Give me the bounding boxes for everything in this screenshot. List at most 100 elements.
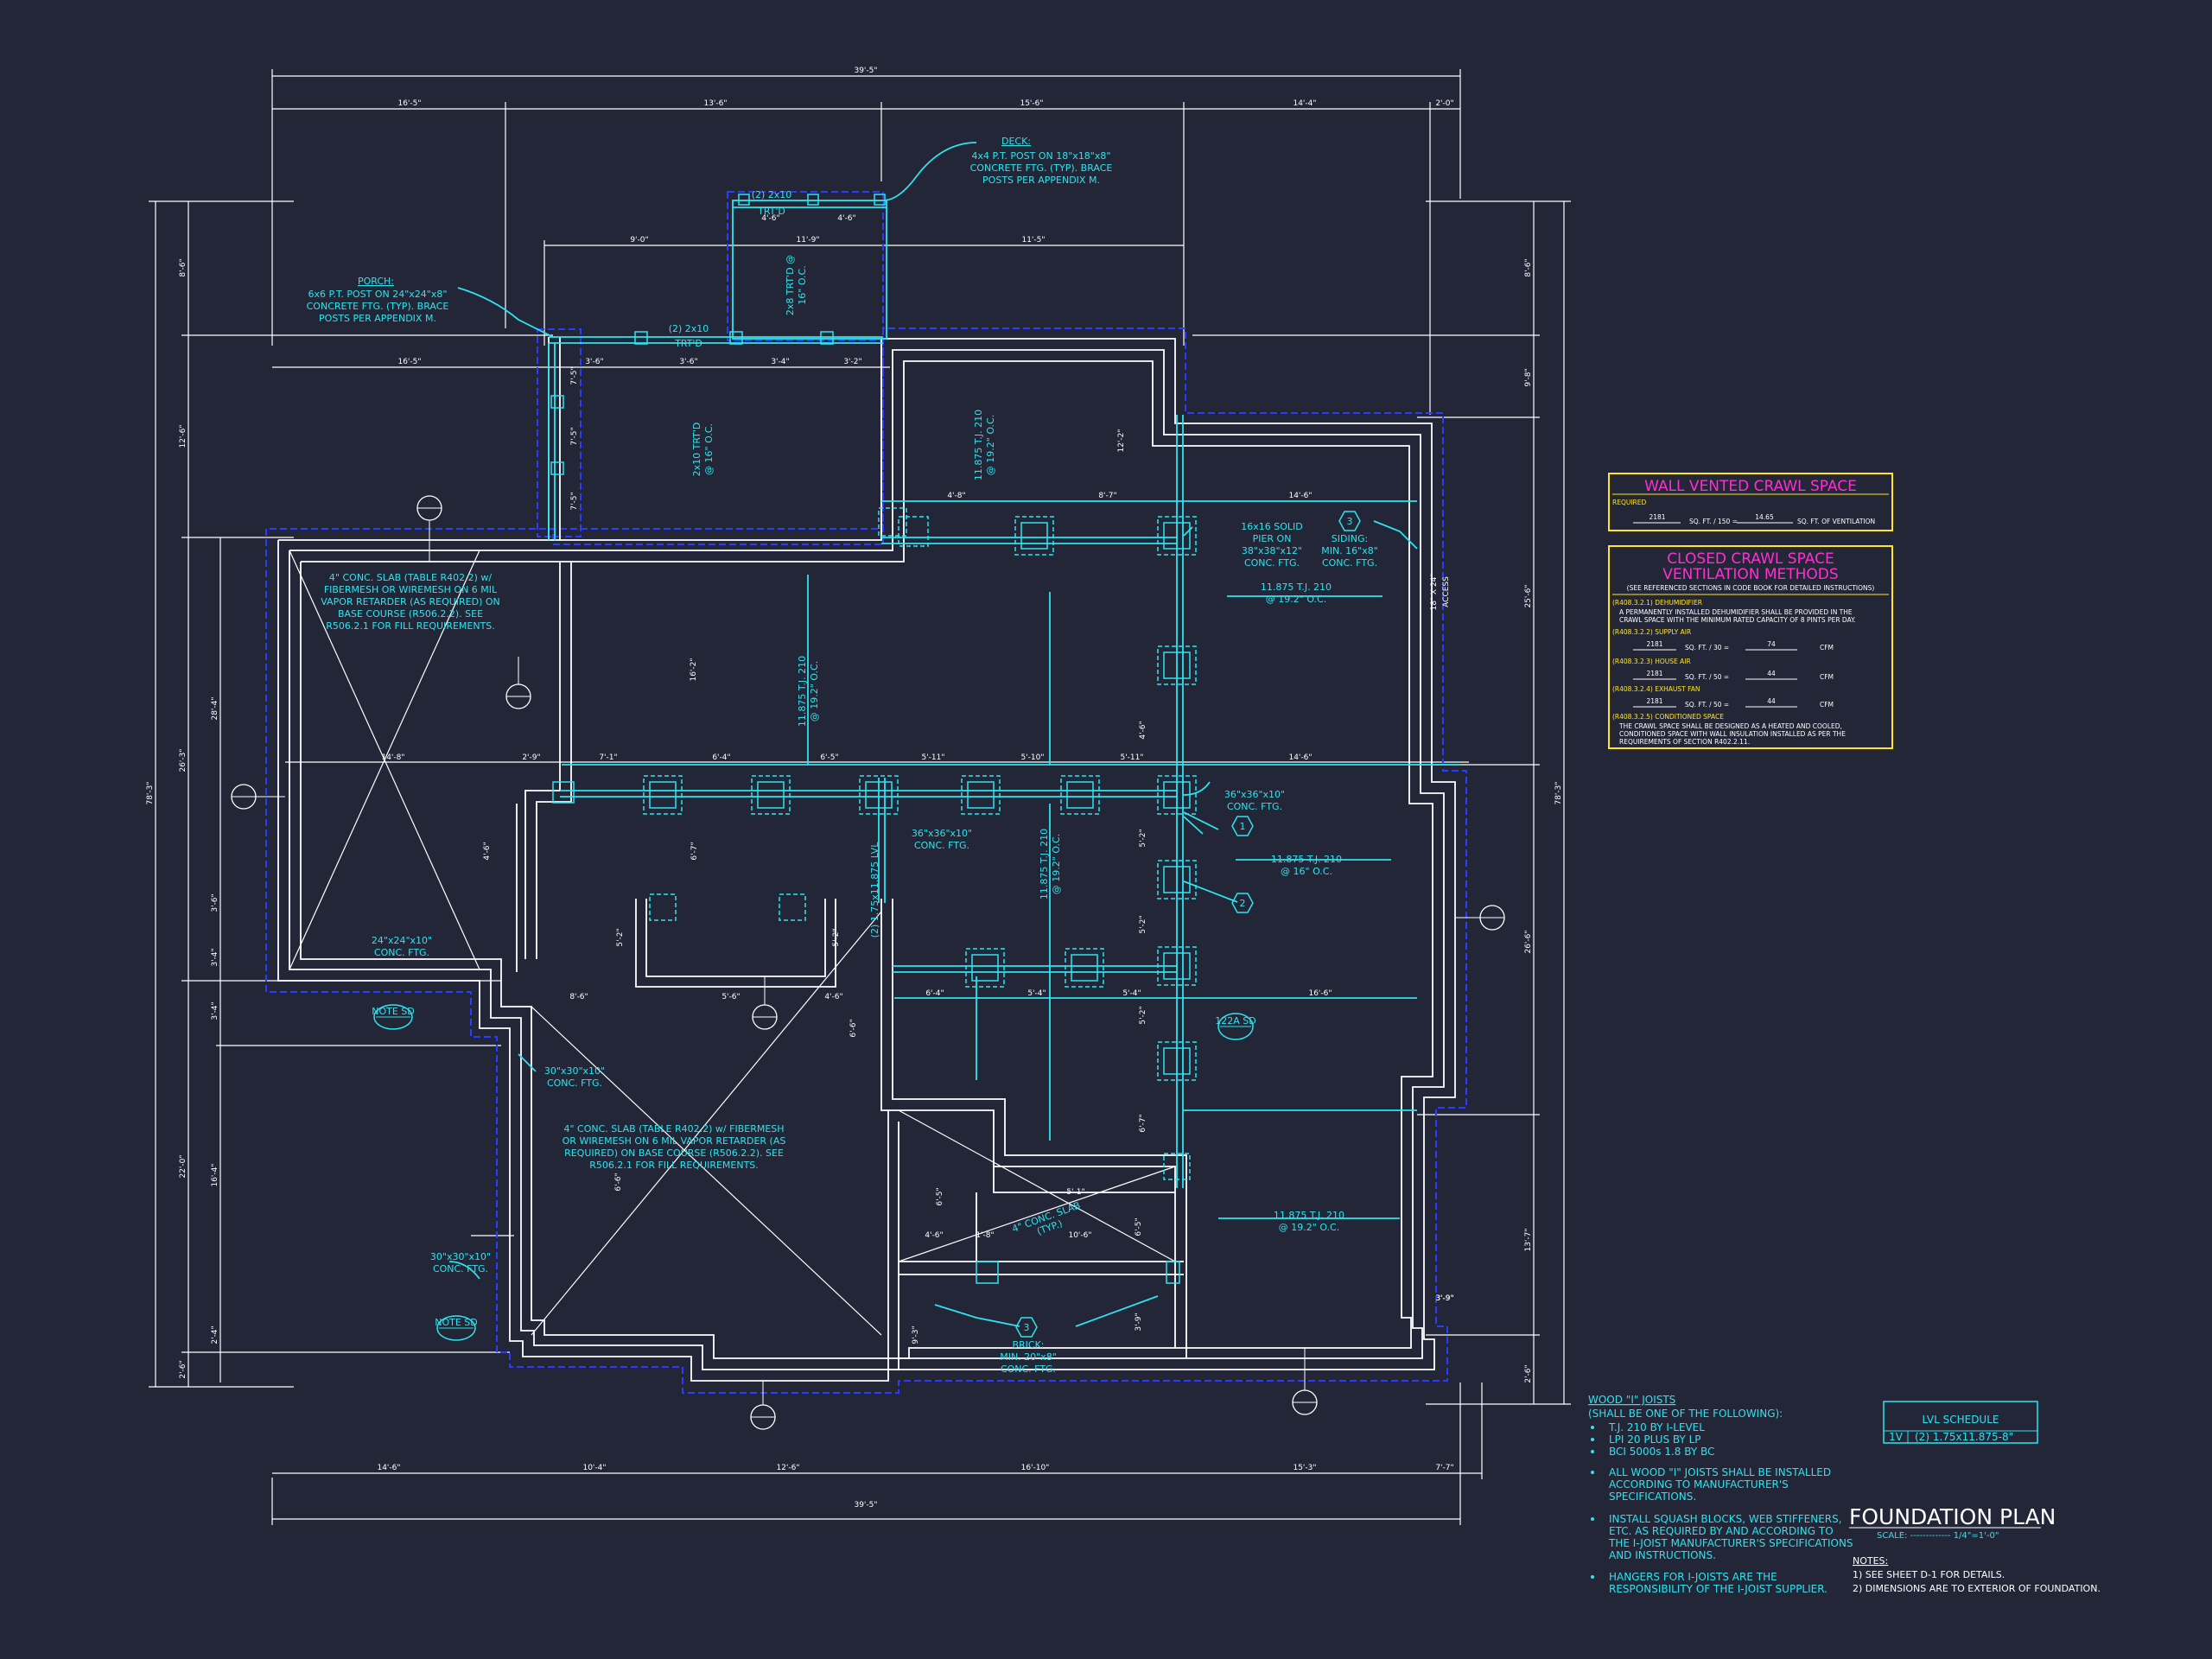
dim-deck-row: 3'-6": [585, 358, 603, 366]
dim-left-inner: 3'-4": [211, 1001, 219, 1020]
method-cfm: CFM: [1820, 701, 1834, 709]
tag-3: 3: [1024, 1322, 1030, 1333]
method-unit: SQ. FT. / 30 =: [1685, 644, 1729, 652]
note-line: 1) SEE SHEET D-1 FOR DETAILS.: [1853, 1569, 2005, 1580]
dim-left-seg: 12'-6": [179, 424, 188, 448]
footing-callout: 30"x30"x10": [544, 1065, 605, 1077]
footing-callout: 36"x36"x10": [1224, 789, 1285, 800]
method-cfm: CFM: [1820, 673, 1834, 681]
footing-callout: CONC. FTG.: [914, 840, 969, 851]
porch-callout-line: 6x6 P.T. POST ON 24"x24"x8": [308, 289, 448, 300]
dim-right-seg: 8'-6": [1524, 258, 1533, 276]
joist-notes: WOOD "I" JOISTS (SHALL BE ONE OF THE FOL…: [1588, 1394, 1853, 1595]
deck-callout-line: POSTS PER APPENDIX M.: [982, 175, 1100, 186]
dim-misc: 6'-7": [690, 842, 699, 860]
dim-misc: 5'-2": [1139, 1006, 1147, 1024]
dim-mid-3: 5'-4": [1027, 989, 1046, 998]
dim-misc: 3'-9": [1135, 1313, 1143, 1331]
dim-top-seg: 14'-4": [1293, 99, 1316, 108]
dim-bottom-overall: 39'-5": [854, 1501, 877, 1510]
wall-vented-result-unit: SQ. FT. OF VENTILATION: [1797, 518, 1875, 525]
note-tag: NOTE SD: [435, 1317, 478, 1328]
dim-misc: 4'-6": [824, 993, 842, 1001]
footing-callout: 30"x30"x10": [430, 1251, 491, 1262]
dim-top-overall: 39'-5": [854, 67, 877, 75]
dim-misc: 5'-6": [721, 993, 740, 1001]
porch-joist-label: @ 16" O.C.: [703, 423, 715, 475]
footing-callout: 36"x36"x10": [912, 828, 972, 839]
drawing-scale: SCALE: ------------- 1/4"=1'-0": [1877, 1531, 1999, 1541]
joist-label: 11.875 T.J. 210: [1261, 582, 1332, 593]
siding-callout: MIN. 16"x8": [1321, 545, 1378, 556]
note-tags: [376, 1016, 1251, 1329]
dim-misc: 6'-7": [1139, 1114, 1147, 1132]
wall-vented-required: REQUIRED: [1612, 499, 1647, 506]
dim-deck-post: 4'-6": [837, 214, 855, 223]
joist-note-line: AND INSTRUCTIONS.: [1609, 1549, 1716, 1561]
dim-right-seg: 13'-7": [1524, 1228, 1533, 1251]
joist-notes-subtitle: (SHALL BE ONE OF THE FOLLOWING):: [1588, 1408, 1783, 1420]
lvl-desc: (2) 1.75x11.875-8": [1915, 1431, 2013, 1443]
method-label: (R408.3.2.3) HOUSE AIR: [1612, 658, 1691, 665]
dim-left-inner: 3'-6": [211, 893, 219, 912]
porch-joist-label: 2x10 TRT'D: [691, 423, 702, 477]
note-tag: 122A SD: [1215, 1015, 1255, 1027]
pier-callout: CONC. FTG.: [1244, 557, 1300, 569]
joist-label: @ 19.2" O.C.: [1051, 834, 1062, 894]
footing-callout: CONC. FTG.: [374, 947, 429, 958]
dim-misc: 5'-1": [1066, 1188, 1084, 1197]
dim-mid-2: 6'-5": [820, 753, 838, 762]
deck-beam-sub: TRT'D: [757, 206, 785, 217]
method-value: 44: [1767, 670, 1776, 677]
slab-mid-note: REQUIRED) ON BASE COURSE (R506.2.2). SEE: [564, 1147, 784, 1159]
dim-left-seg: 26'-3": [179, 748, 188, 772]
note-line: 2) DIMENSIONS ARE TO EXTERIOR OF FOUNDAT…: [1853, 1583, 2101, 1594]
dim-mid-3: 6'-4": [925, 989, 944, 998]
dim-right-seg: 26'-6": [1524, 930, 1533, 953]
joist-label: @ 19.2" O.C.: [1279, 1222, 1339, 1233]
method-unit: SQ. FT. / 50 =: [1685, 701, 1729, 709]
wall-vented-area: 2181: [1649, 513, 1665, 521]
joist-label: @ 19.2" O.C.: [985, 415, 996, 475]
joist-note-line: HANGERS FOR I-JOISTS ARE THE: [1609, 1571, 1777, 1583]
joist-label: @ 19.2" O.C.: [809, 661, 820, 721]
dim-left-seg: 22'-0": [179, 1154, 188, 1178]
dim-misc: 5'-2": [1139, 915, 1147, 933]
footing-callout: CONC. FTG.: [1227, 801, 1282, 812]
dim-misc: 6'-6": [614, 1173, 623, 1191]
dim-misc: 5'-2": [832, 928, 841, 946]
dim-misc: 10'-6": [1068, 1231, 1091, 1240]
joist-note-line: ACCORDING TO MANUFACTURER'S: [1609, 1478, 1789, 1491]
method-area: 2181: [1646, 670, 1662, 677]
pier-callout: 16x16 SOLID: [1241, 521, 1302, 532]
deck-beam-label: (2) 2x10: [752, 189, 792, 200]
joist-label: 11.875 T.J. 210: [1274, 1210, 1344, 1221]
deck-joist-label: 16" O.C.: [797, 265, 808, 304]
method-unit: SQ. FT. / 50 =: [1685, 673, 1729, 681]
dim-upper: 11'-5": [1021, 236, 1045, 245]
dim-misc: 4'-6": [1139, 721, 1147, 739]
slab-left-note: 4" CONC. SLAB (TABLE R402.2) w/: [329, 572, 492, 583]
siding-callout: CONC. FTG.: [1322, 557, 1377, 569]
dim-misc: 6'-6": [849, 1019, 858, 1037]
title-block: FOUNDATION PLAN SCALE: ------------- 1/4…: [1849, 1504, 2101, 1594]
wall-vented-result: 14.65: [1755, 513, 1774, 521]
method-area: 2181: [1646, 640, 1662, 648]
joist-list-item: LPI 20 PLUS BY LP: [1609, 1433, 1701, 1446]
dim-misc: 7'-5": [570, 427, 579, 445]
dim-misc: 14'-8": [381, 753, 404, 762]
dimension-text: 39'-5" 16'-5" 13'-6" 15'-6" 14'-4" 2'-0"…: [146, 67, 1563, 1510]
dim-bottom-seg: 12'-6": [776, 1464, 799, 1472]
slab-diagonals: [289, 550, 1176, 1336]
dim-top-seg: 2'-0": [1435, 99, 1453, 108]
dim-left-seg: 8'-6": [179, 258, 188, 276]
dim-mid-2: 6'-4": [712, 753, 730, 762]
method-value: 74: [1767, 640, 1776, 648]
dim-misc: 6'-5": [1135, 1217, 1143, 1236]
joist-note-line: INSTALL SQUASH BLOCKS, WEB STIFFENERS,: [1609, 1513, 1842, 1525]
porch-callout-line: CONCRETE FTG. (TYP). BRACE: [307, 301, 449, 312]
slab-left-note: BASE COURSE (R506.2.2). SEE: [338, 608, 483, 620]
dim-deck-row: 3'-6": [679, 358, 697, 366]
dim-upper: 9'-0": [630, 236, 648, 245]
dim-misc: 5'-2": [616, 928, 625, 946]
